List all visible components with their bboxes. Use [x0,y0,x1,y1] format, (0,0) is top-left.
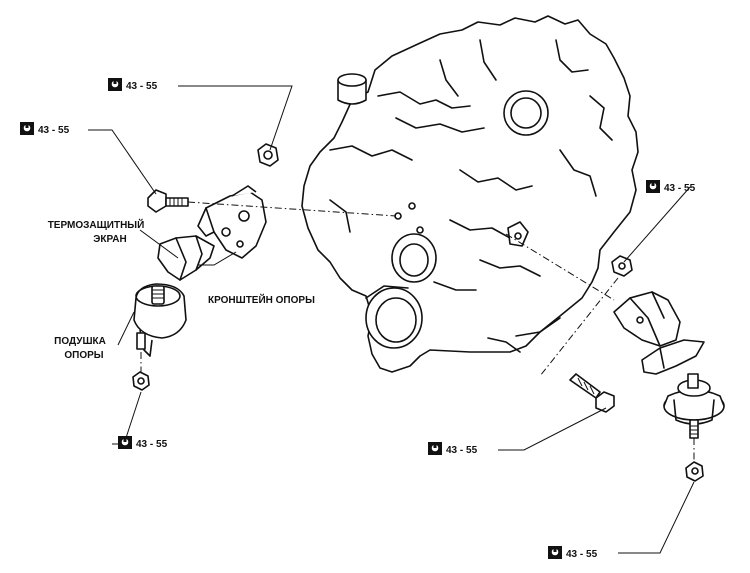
leader-lines [88,85,695,554]
right-heat-shield [641,339,705,375]
engine-block [301,15,639,373]
engine-mount-right [663,373,725,439]
torque-callout: 43 - 55 [646,180,696,194]
left-nut-top [257,143,279,167]
torque-callout: 43 - 55 [108,78,158,92]
torque-wrench-icon [428,442,442,455]
torque-wrench-icon [20,122,34,135]
left-nut-bottom [132,371,150,391]
right-bracket-part [613,291,681,347]
heat-shield-part [157,235,215,281]
heat-shield-label-line1: ТЕРМОЗАЩИТНЫЙ [48,218,145,231]
mount-label-line1: ПОДУШКА [54,336,106,347]
torque-value: 43 - 55 [38,125,70,136]
engine-mount-left [133,283,187,357]
torque-value: 43 - 55 [126,81,158,92]
bracket-part [197,185,267,259]
torque-wrench-icon [118,436,132,449]
right-bolt [569,373,615,413]
torque-value: 43 - 55 [446,445,478,456]
torque-callout: 43 - 55 [548,546,598,560]
left-bolt [147,189,189,213]
torque-value: 43 - 55 [136,439,168,450]
torque-value: 43 - 55 [664,183,696,194]
torque-callout: 43 - 55 [20,122,70,136]
text-labels: ТЕРМОЗАЩИТНЫЙ ЭКРАН КРОНШТЕЙН ОПОРЫ ПОДУ… [48,218,315,361]
torque-callout: 43 - 55 [118,436,168,450]
torque-callout: 43 - 55 [428,442,478,456]
torque-wrench-icon [108,78,122,91]
heat-shield-label-line2: ЭКРАН [93,234,126,245]
torque-value: 43 - 55 [566,549,598,560]
bracket-label: КРОНШТЕЙН ОПОРЫ [208,293,315,306]
torque-wrench-icon [548,546,562,559]
torque-wrench-icon [646,180,660,193]
right-nut-top [611,255,633,277]
right-nut-bottom [685,461,704,482]
alignment-lines [140,201,695,462]
mount-label-line2: ОПОРЫ [64,350,103,361]
